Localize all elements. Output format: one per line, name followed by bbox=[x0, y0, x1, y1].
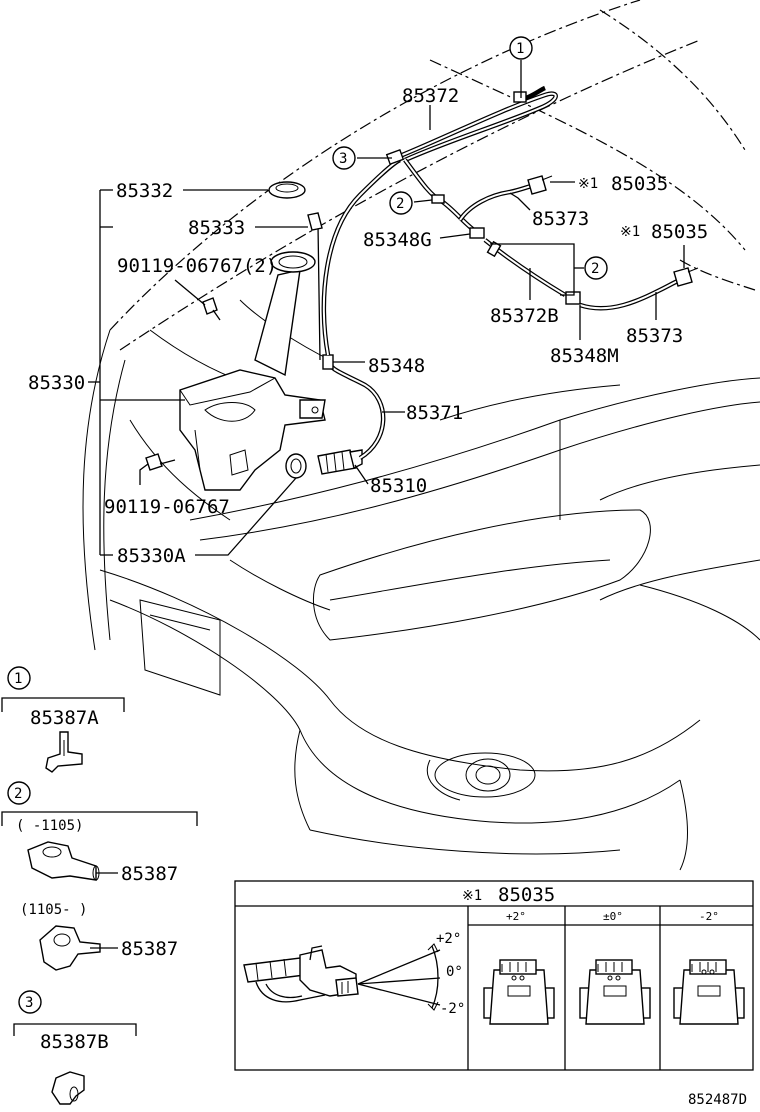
inset-title-part: 85035 bbox=[498, 884, 555, 906]
clip-85387b bbox=[51, 1071, 85, 1105]
legend-2-part-1: 85387 bbox=[121, 863, 178, 885]
legend-group-2: 2 ( -1105) 85387 (1105- ) 85387 bbox=[1, 781, 198, 971]
label-85348g: 85348G bbox=[363, 229, 432, 251]
label-85333: 85333 bbox=[188, 217, 245, 239]
bolt-top bbox=[202, 297, 221, 321]
inset-angle-zero: 0° bbox=[446, 964, 463, 980]
inset-nozzle-minus2 bbox=[673, 959, 745, 1025]
label-85332: 85332 bbox=[116, 180, 173, 202]
label-85373-lower: 85373 bbox=[626, 325, 683, 347]
label-85330: 85330 bbox=[28, 372, 85, 394]
callout-circles: 1 3 2 2 bbox=[332, 36, 608, 280]
label-85371: 85371 bbox=[406, 402, 463, 424]
callout-3: 3 bbox=[339, 151, 347, 167]
inset-col-zero: ±0° bbox=[603, 910, 623, 923]
washer-pump bbox=[317, 449, 363, 475]
nozzle-lower bbox=[673, 267, 699, 287]
label-85372: 85372 bbox=[402, 85, 459, 107]
nozzle-upper bbox=[527, 175, 553, 195]
legend-3-number: 3 bbox=[25, 995, 33, 1011]
note-mark-lower: ※1 bbox=[620, 224, 640, 240]
note-mark-upper: ※1 bbox=[578, 176, 598, 192]
inset-aim-detail: ※1 85035 +2° ±0° -2° +2° 0° -2° bbox=[234, 880, 754, 1071]
label-85348m: 85348M bbox=[550, 345, 619, 367]
inset-nozzle-plus2 bbox=[483, 959, 555, 1025]
label-85035-lower: 85035 bbox=[651, 221, 708, 243]
legend-2-range-2: (1105- ) bbox=[20, 902, 87, 918]
vehicle-body-outline bbox=[82, 0, 760, 871]
footer-code: 852487D bbox=[688, 1092, 747, 1108]
callout-1: 1 bbox=[516, 41, 524, 57]
callout-2-right: 2 bbox=[591, 261, 599, 277]
part-labels: 85372 85332 85333 90119-06767(2) 85330 9… bbox=[28, 85, 708, 567]
label-85035-upper: 85035 bbox=[611, 173, 668, 195]
label-85330a: 85330A bbox=[117, 545, 186, 567]
legend-1-part: 85387A bbox=[30, 707, 99, 729]
inset-nozzle-side bbox=[243, 945, 359, 1003]
legend-2-part-2: 85387 bbox=[121, 938, 178, 960]
inset-title-mark: ※1 bbox=[462, 888, 482, 904]
legend-1-number: 1 bbox=[14, 671, 22, 687]
label-85372b: 85372B bbox=[490, 305, 559, 327]
washer-hoses bbox=[321, 85, 699, 460]
label-85348: 85348 bbox=[368, 355, 425, 377]
legend-3-part: 85387B bbox=[40, 1031, 109, 1053]
inset-col-plus2: +2° bbox=[506, 910, 526, 923]
inset-angle-down: -2° bbox=[440, 1001, 465, 1017]
label-85373-upper: 85373 bbox=[532, 208, 589, 230]
callout-2-left: 2 bbox=[396, 196, 404, 212]
clip-85387-early bbox=[27, 841, 100, 881]
clip-85387a bbox=[45, 731, 83, 773]
legend-2-range-1: ( -1105) bbox=[16, 818, 83, 834]
bolt-side bbox=[145, 453, 176, 471]
inset-col-minus2: -2° bbox=[699, 910, 719, 923]
inset-angle-up: +2° bbox=[436, 931, 461, 947]
legend-group-1: 1 85387A bbox=[1, 666, 125, 773]
washer-tank bbox=[145, 181, 363, 491]
label-90119-06767: 90119-06767 bbox=[104, 496, 230, 518]
leader-lines bbox=[88, 60, 685, 556]
legend-2-number: 2 bbox=[14, 786, 22, 802]
clip-85387-late bbox=[39, 925, 101, 971]
legend-group-3: 3 85387B bbox=[13, 990, 137, 1105]
inset-nozzle-zero bbox=[579, 959, 651, 1025]
label-90119-06767-2: 90119-06767(2) bbox=[117, 255, 277, 277]
label-85310: 85310 bbox=[370, 475, 427, 497]
